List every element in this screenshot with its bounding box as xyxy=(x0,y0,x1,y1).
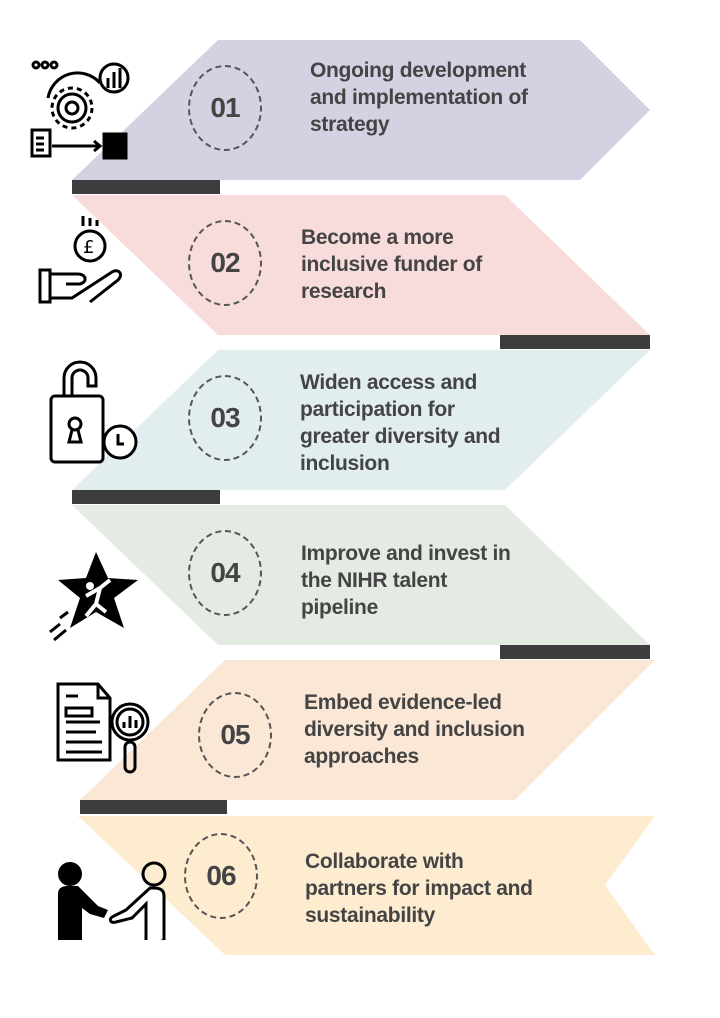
step-number-04: 04 xyxy=(188,530,262,616)
step-text-03: Widen access and participation for great… xyxy=(300,371,501,475)
step-text-01: Ongoing development and implementation o… xyxy=(310,59,528,136)
strategy-cycle-icon xyxy=(30,60,130,160)
divider-bar xyxy=(72,180,220,194)
divider-bar xyxy=(72,490,220,504)
step-number-05: 05 xyxy=(198,692,272,778)
svg-text:£: £ xyxy=(83,237,94,258)
step-text-04: Improve and invest in the NIHR talent pi… xyxy=(301,542,511,619)
handshake-people-icon xyxy=(58,861,167,940)
star-runner-icon xyxy=(49,552,138,642)
step-text-05: Embed evidence-led diversity and inclusi… xyxy=(304,691,525,768)
step-text-02: Become a more inclusive funder of resear… xyxy=(301,226,482,303)
step-number-01: 01 xyxy=(188,65,262,151)
step-text-06: Collaborate with partners for impact and… xyxy=(305,850,533,927)
divider-bar xyxy=(80,800,227,814)
step-number-06: 06 xyxy=(184,833,258,919)
divider-bar xyxy=(500,335,650,349)
divider-bar xyxy=(500,645,650,659)
hand-pound-coin-icon: £ xyxy=(38,216,122,304)
step-number-03: 03 xyxy=(188,375,262,461)
unlocked-padlock-clock-icon xyxy=(49,360,138,464)
step-number-02: 02 xyxy=(188,220,262,306)
document-magnifier-icon xyxy=(56,682,150,774)
